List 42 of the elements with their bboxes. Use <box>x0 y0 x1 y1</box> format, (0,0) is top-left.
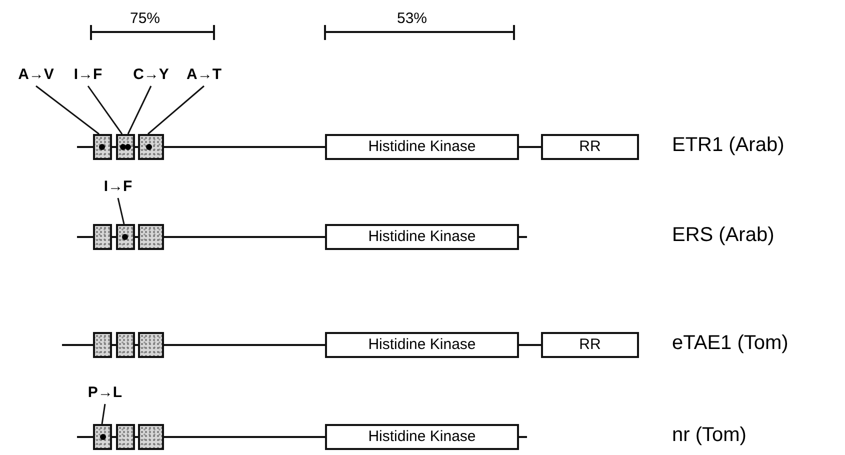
transmembrane-box <box>138 224 164 250</box>
domain-box: Histidine Kinase <box>325 224 519 250</box>
transmembrane-box <box>138 134 164 160</box>
percent-identity-label: 75% <box>130 10 160 27</box>
mutation-label: A→V <box>14 66 58 84</box>
leader-line <box>117 198 125 224</box>
domain-box: Histidine Kinase <box>325 424 519 450</box>
backbone-line <box>164 436 325 438</box>
transmembrane-box <box>116 134 135 160</box>
domain-box: RR <box>541 332 639 358</box>
domain-box: Histidine Kinase <box>325 332 519 358</box>
transmembrane-box <box>138 332 164 358</box>
leader-line <box>127 86 152 134</box>
transmembrane-box <box>116 424 135 450</box>
protein-name-label: ETR1 (Arab) <box>672 134 784 157</box>
transmembrane-box <box>93 332 112 358</box>
backbone-line <box>164 146 325 148</box>
backbone-line <box>519 344 541 346</box>
transmembrane-box <box>138 424 164 450</box>
transmembrane-box <box>93 424 112 450</box>
mutation-label: I→F <box>66 66 110 84</box>
backbone-line <box>519 146 541 148</box>
domain-box: Histidine Kinase <box>325 134 519 160</box>
backbone-line <box>164 236 325 238</box>
mutation-label: A→T <box>182 66 226 84</box>
protein-name-label: ERS (Arab) <box>672 224 774 247</box>
transmembrane-box <box>93 134 112 160</box>
leader-line <box>36 85 100 135</box>
domain-box: RR <box>541 134 639 160</box>
mutation-label: P→L <box>83 384 127 402</box>
percent-identity-label: 53% <box>397 10 428 27</box>
transmembrane-box <box>116 332 135 358</box>
protein-name-label: eTAE1 (Tom) <box>672 332 788 355</box>
leader-line <box>148 85 204 135</box>
transmembrane-box <box>116 224 135 250</box>
mutation-label: C→Y <box>129 66 173 84</box>
leader-line <box>87 86 123 134</box>
leader-line <box>101 404 106 424</box>
transmembrane-box <box>93 224 112 250</box>
backbone-line <box>164 344 325 346</box>
mutation-label: I→F <box>96 178 140 196</box>
protein-name-label: nr (Tom) <box>672 424 746 447</box>
